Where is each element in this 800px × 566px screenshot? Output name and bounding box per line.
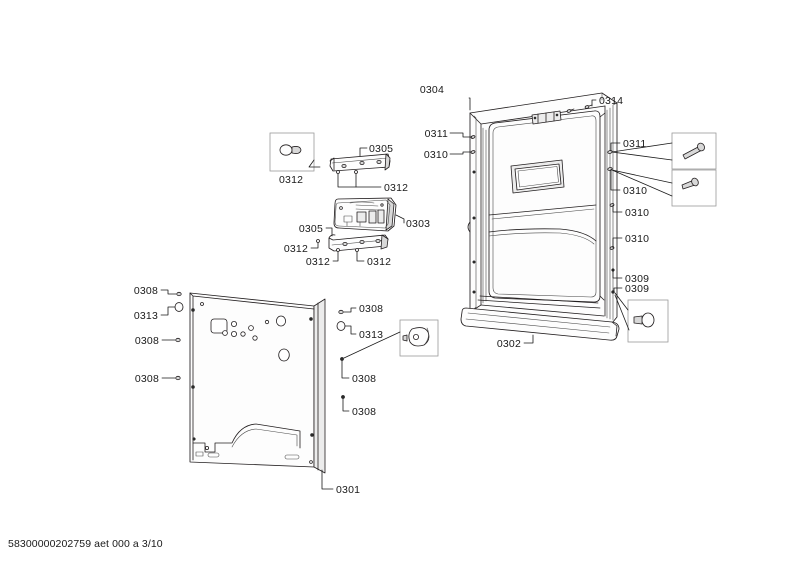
leader-0309-r1 — [612, 269, 623, 279]
connector-0309-box — [614, 292, 629, 311]
leader-0311-right — [610, 142, 621, 152]
label-0304: 0304 — [420, 84, 444, 96]
leader-0302 — [523, 334, 534, 344]
label-0305-top: 0305 — [369, 143, 393, 155]
bracket-strip-0305-bottom — [316, 234, 389, 252]
screw-0308-left-a — [176, 291, 182, 297]
control-module-0303 — [333, 197, 397, 232]
connector-0309-box-b — [614, 294, 630, 331]
short-screw-icon — [681, 177, 699, 190]
leader-0304 — [468, 97, 471, 111]
label-0308-b: 0308 — [135, 335, 159, 347]
leader-0308-a — [160, 289, 177, 295]
detail-box-0309 — [627, 299, 669, 343]
pin-icon — [633, 312, 655, 328]
leader-0308-e — [341, 360, 350, 379]
leader-0308-f — [342, 398, 350, 412]
label-0310-r3: 0310 — [625, 233, 649, 245]
label-0313-right: 0313 — [359, 329, 383, 341]
label-0309-r1: 0309 — [625, 273, 649, 285]
leader-0309-r2 — [613, 287, 623, 293]
inner-door-panel-0301 — [174, 291, 346, 474]
long-screw-icon — [682, 142, 705, 160]
detail-box-0311 — [671, 132, 717, 170]
screw-0308-left-b — [175, 337, 181, 343]
leader-0303 — [395, 214, 405, 224]
leader-0310-r3 — [612, 237, 623, 249]
label-0305-bottom: 0305 — [299, 223, 323, 235]
screw-0311-left — [470, 135, 476, 139]
leader-0313-right — [344, 325, 357, 335]
label-0308-a: 0308 — [134, 285, 158, 297]
label-0303: 0303 — [406, 218, 430, 230]
screw-0308-right-c — [341, 395, 345, 399]
label-0310-r2: 0310 — [625, 207, 649, 219]
leader-0301 — [321, 469, 334, 490]
leader-0310-r2 — [612, 204, 623, 213]
grommet-0313-left — [174, 302, 184, 312]
screw-0308-left-c — [175, 375, 181, 381]
label-0308-f: 0308 — [352, 406, 376, 418]
detail-box-0313 — [399, 319, 439, 357]
label-0311-left: 0311 — [425, 128, 448, 140]
door-display-window — [510, 159, 565, 194]
leader-0305-bottom — [325, 227, 333, 237]
label-0312-top-right: 0312 — [384, 182, 408, 194]
door-assembly-0304 — [460, 92, 620, 341]
label-0308-e: 0308 — [352, 373, 376, 385]
leader-0305-top — [359, 147, 368, 157]
footer-document-id: 58300000202759 aet 000 a 3/10 — [8, 538, 163, 550]
leader-0311-left — [449, 132, 473, 138]
label-0308-c: 0308 — [135, 373, 159, 385]
label-0312-box: 0312 — [279, 174, 303, 186]
screw-0314-b — [584, 104, 593, 109]
leader-0308-d — [343, 307, 357, 313]
screw-0308-right-b — [340, 357, 344, 361]
label-0308-d: 0308 — [359, 303, 383, 315]
leader-0312-bot-mid — [332, 251, 339, 262]
label-0309-r2: 0309 — [625, 283, 649, 295]
leader-0312-bot-right — [356, 251, 365, 262]
connector-0311-box — [611, 142, 673, 161]
detail-box-0310 — [671, 169, 717, 207]
rivet-icon — [279, 144, 302, 156]
leader-0312-top-a — [337, 173, 382, 188]
label-0311-right: 0311 — [623, 138, 646, 150]
detail-box-0312 — [269, 132, 321, 172]
bracket-strip-0305-top — [329, 153, 391, 174]
label-0312-bot-mid: 0312 — [306, 256, 330, 268]
screw-0314-a — [566, 108, 575, 113]
label-0310-left: 0310 — [424, 149, 448, 161]
label-0313-left: 0313 — [134, 310, 158, 322]
door-base-trim-0302 — [460, 307, 620, 341]
screw-0308-right-a — [338, 309, 344, 315]
leader-0314 — [591, 99, 597, 107]
leader-0313-left — [160, 306, 176, 316]
leader-0310-r1 — [610, 168, 621, 191]
label-0312-bot-left: 0312 — [284, 243, 308, 255]
label-0302: 0302 — [497, 338, 521, 350]
label-0301: 0301 — [336, 484, 360, 496]
grommet-0313-right — [336, 321, 346, 331]
grommet-icon — [402, 327, 430, 347]
label-0312-bot-right: 0312 — [367, 256, 391, 268]
connector-0313-box — [343, 331, 401, 359]
screw-0310-left — [470, 150, 476, 154]
leader-0312-bot-left — [310, 242, 319, 249]
label-0314: 0314 — [599, 95, 623, 107]
leader-0310-left — [449, 151, 472, 155]
connector-0310-box — [611, 169, 673, 197]
label-0310-r1: 0310 — [623, 185, 647, 197]
